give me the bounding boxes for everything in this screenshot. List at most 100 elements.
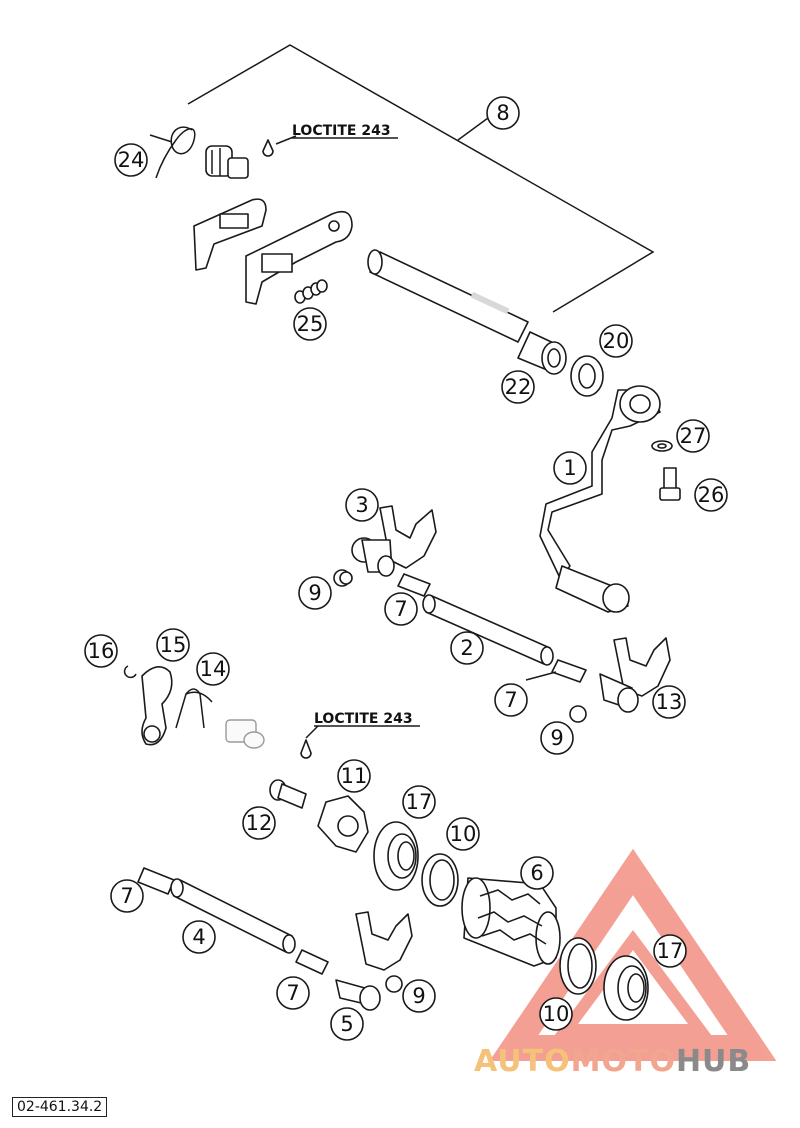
loctite-drop-bottom [300, 725, 420, 759]
pivot-bolt [205, 145, 249, 179]
diagram-part-code: 02-461.34.2 [12, 1097, 108, 1117]
svg-text:17: 17 [657, 939, 684, 963]
callout-13: 13 [652, 685, 686, 719]
callout-20: 20 [599, 324, 633, 358]
svg-text:10: 10 [543, 1002, 570, 1026]
callout-26: 26 [694, 478, 728, 512]
seal-ring-part-20 [570, 355, 604, 397]
svg-text:11: 11 [341, 764, 368, 788]
loctite-drop-top [262, 135, 398, 157]
callout-22: 22 [501, 370, 535, 404]
shift-drum-part-6 [461, 877, 561, 967]
callout-7-upper: 7 [384, 592, 418, 626]
shift-fork-part-5 [335, 911, 413, 1011]
shift-plate-left [193, 198, 267, 271]
bolt-part-12 [269, 779, 307, 809]
assembly-8-bracket [187, 44, 655, 313]
bearing-part-17-lower [603, 955, 649, 1021]
callout-12: 12 [242, 806, 276, 840]
svg-text:26: 26 [698, 483, 725, 507]
washer-part-27 [651, 440, 673, 452]
bolt-part-26 [659, 467, 681, 501]
shift-plate-right [245, 210, 353, 305]
shift-cam-part-11 [317, 795, 369, 853]
callout-10-lower: 10 [539, 997, 573, 1031]
callout-8: 8 [486, 96, 520, 130]
svg-text:13: 13 [656, 690, 683, 714]
callout-15: 15 [156, 628, 190, 662]
svg-text:22: 22 [505, 375, 532, 399]
washers-part-25 [294, 279, 328, 304]
svg-text:4: 4 [192, 925, 205, 949]
loctite-label-top: LOCTITE 243 [292, 123, 391, 139]
locking-lever-part-15 [141, 666, 173, 746]
svg-text:2: 2 [460, 636, 473, 660]
svg-text:7: 7 [504, 688, 517, 712]
spring-part-7-lower-left [137, 867, 175, 895]
spring-part-24 [149, 126, 196, 179]
fork-rod-part-4 [170, 878, 296, 954]
svg-text:7: 7 [120, 884, 133, 908]
bearing-part-17-upper [373, 821, 419, 891]
svg-text:9: 9 [412, 984, 425, 1008]
svg-text:24: 24 [118, 148, 145, 172]
svg-text:12: 12 [246, 811, 273, 835]
callout-5: 5 [330, 1007, 364, 1041]
svg-text:10: 10 [450, 822, 477, 846]
callout-1: 1 [553, 451, 587, 485]
needle-bearing-part-22 [517, 331, 567, 375]
callout-24: 24 [114, 143, 148, 177]
shift-fork-part-3 [351, 505, 437, 577]
svg-text:1: 1 [563, 456, 576, 480]
callout-7-lower-right: 7 [276, 976, 310, 1010]
shim-part-10-lower [559, 937, 597, 995]
callout-17-upper: 17 [402, 785, 436, 819]
callout-27: 27 [676, 419, 710, 453]
fork-rod-part-2 [422, 594, 554, 666]
bushing-part-9-lower [385, 975, 403, 993]
svg-text:7: 7 [394, 597, 407, 621]
callout-7-middle: 7 [494, 683, 528, 717]
spring-part-7-upper [397, 573, 431, 597]
callout-16: 16 [84, 634, 118, 668]
shift-lever-part-1 [539, 385, 661, 613]
callout-3: 3 [345, 488, 379, 522]
callout-6: 6 [520, 856, 554, 890]
bolt-light [225, 719, 265, 749]
circlip-part-16 [123, 665, 137, 679]
shift-shaft [367, 249, 529, 343]
callout-9-middle: 9 [540, 721, 574, 755]
callout-11: 11 [337, 759, 371, 793]
svg-text:20: 20 [603, 329, 630, 353]
callout-25: 25 [293, 307, 327, 341]
loctite-label-bottom: LOCTITE 243 [314, 711, 413, 727]
svg-text:8: 8 [496, 101, 509, 125]
svg-text:25: 25 [297, 312, 324, 336]
callout-14: 14 [196, 652, 230, 686]
leader-lines [525, 671, 557, 681]
callout-17-lower: 17 [653, 934, 687, 968]
callout-9-upper: 9 [298, 576, 332, 610]
svg-text:9: 9 [550, 726, 563, 750]
svg-text:7: 7 [286, 981, 299, 1005]
bushing-part-9-middle [569, 705, 587, 723]
callout-4: 4 [182, 920, 216, 954]
svg-text:15: 15 [160, 633, 187, 657]
watermark-wordmark: AUTOMOTOHUB [474, 1044, 752, 1079]
callout-10-upper: 10 [446, 817, 480, 851]
bushing-part-9-upper [333, 569, 353, 587]
callout-2: 2 [450, 631, 484, 665]
callout-7-lower-left: 7 [110, 879, 144, 913]
callout-9-lower: 9 [402, 979, 436, 1013]
svg-text:17: 17 [406, 790, 433, 814]
spring-part-14 [175, 688, 213, 729]
svg-text:6: 6 [530, 861, 543, 885]
svg-text:3: 3 [355, 493, 368, 517]
spring-part-7-lower-right [295, 949, 329, 975]
shift-fork-part-13 [599, 637, 671, 713]
svg-text:5: 5 [340, 1012, 353, 1036]
svg-text:14: 14 [200, 657, 227, 681]
svg-text:27: 27 [680, 424, 707, 448]
shim-part-10-upper [421, 853, 459, 907]
spring-part-7-middle [551, 659, 587, 683]
